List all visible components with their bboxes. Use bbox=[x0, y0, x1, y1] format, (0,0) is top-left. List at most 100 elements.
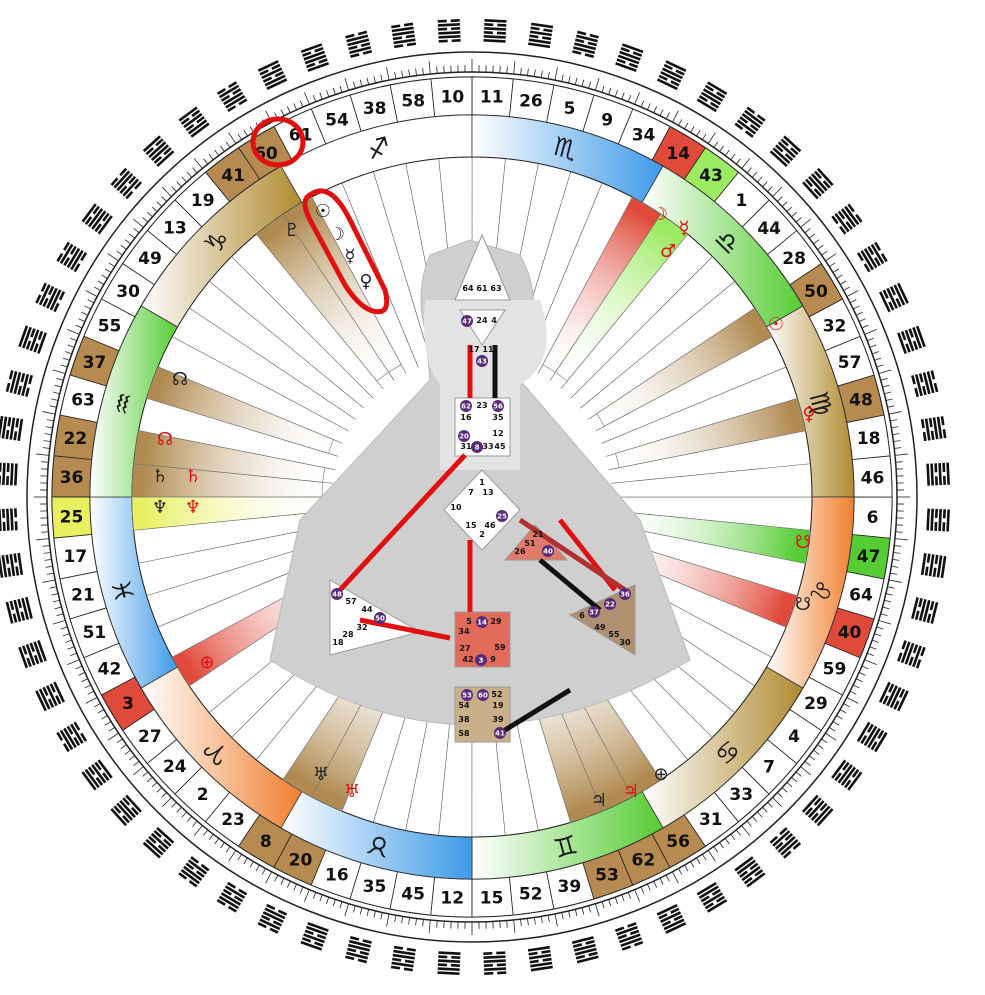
gate-number: 9 bbox=[601, 110, 613, 130]
activation-gate: 40 bbox=[543, 548, 553, 556]
center-gate-number: 6 bbox=[579, 611, 585, 620]
saturn-icon: ♄ bbox=[152, 466, 168, 487]
center-gate-number: 52 bbox=[491, 690, 502, 699]
gate-number: 39 bbox=[558, 877, 582, 897]
hexagram-icon bbox=[437, 951, 461, 975]
gate-number: 43 bbox=[699, 166, 723, 186]
gate-number: 29 bbox=[804, 694, 828, 714]
hexagram-icon bbox=[142, 826, 175, 859]
hexagram-icon bbox=[178, 856, 210, 888]
gate-number: 62 bbox=[632, 851, 656, 871]
gate-number: 22 bbox=[64, 429, 88, 449]
hexagram-icon bbox=[897, 640, 926, 669]
activation-dot bbox=[471, 441, 483, 453]
activation-dot bbox=[496, 510, 508, 522]
gate-number: 57 bbox=[838, 353, 862, 373]
hexagram-icon bbox=[920, 416, 947, 442]
gate-number: 10 bbox=[441, 87, 465, 107]
center-gate-number: 2 bbox=[479, 530, 485, 539]
hexagram-icon bbox=[56, 241, 88, 273]
head-center bbox=[454, 233, 511, 301]
hexagram-icon bbox=[615, 43, 644, 72]
center-gate-number: 19 bbox=[492, 701, 504, 710]
annotation-circle bbox=[250, 116, 306, 168]
hexagram-icon bbox=[831, 759, 863, 791]
hexagram-icon bbox=[857, 241, 888, 273]
hexagram-icon bbox=[614, 922, 644, 951]
activation-gate: 25 bbox=[497, 513, 507, 521]
hexagram-icon bbox=[18, 325, 47, 354]
hexagram-icon bbox=[257, 60, 288, 90]
center-gate-number: 64 bbox=[462, 284, 474, 293]
activation-dot bbox=[461, 315, 473, 327]
activation-wedge bbox=[615, 397, 806, 469]
gate-number: 53 bbox=[595, 866, 619, 886]
gate-number: 47 bbox=[857, 547, 881, 567]
gate-number: 12 bbox=[440, 889, 464, 909]
hexagram-icon bbox=[571, 936, 599, 964]
activation-gate: 60 bbox=[478, 692, 488, 700]
activation-dot bbox=[458, 430, 470, 442]
center-gate-number: 21 bbox=[532, 530, 544, 539]
mars-icon: ♂ bbox=[660, 241, 676, 262]
center-gate-number: 23 bbox=[476, 401, 487, 410]
hexagram-icon bbox=[142, 135, 175, 167]
activation-dot bbox=[475, 654, 487, 666]
gate-number: 20 bbox=[289, 850, 313, 870]
gate-number: 14 bbox=[666, 144, 690, 164]
hexagram-icon bbox=[81, 759, 113, 791]
moon-icon: ☽ bbox=[652, 204, 668, 225]
activation-wedge bbox=[596, 307, 773, 427]
gate-number: 63 bbox=[71, 390, 95, 410]
hexagram-icon bbox=[18, 639, 47, 669]
hexagram-icon bbox=[0, 552, 24, 578]
center-gate-number: 61 bbox=[476, 284, 488, 293]
sun-icon: ☉ bbox=[315, 201, 331, 222]
gate-number: 8 bbox=[260, 832, 272, 852]
activation-gate: 36 bbox=[620, 591, 630, 599]
hexagram-icon bbox=[696, 882, 728, 913]
hexagram-icon bbox=[801, 794, 834, 827]
gate-number: 45 bbox=[401, 885, 425, 905]
activation-gate: 41 bbox=[495, 730, 505, 738]
earth-icon: ⊕ bbox=[199, 652, 214, 673]
activation-dot bbox=[604, 598, 616, 610]
center-gate-number: 49 bbox=[594, 623, 606, 632]
gate-number: 34 bbox=[632, 126, 656, 146]
center-gate-number: 63 bbox=[490, 284, 501, 293]
hexagram-icon bbox=[897, 325, 926, 355]
activation-gate: 37 bbox=[589, 609, 599, 617]
activation-dot bbox=[331, 588, 343, 600]
center-gate-number: 5 bbox=[466, 617, 472, 626]
gate-number: 58 bbox=[401, 91, 425, 111]
gate-number: 41 bbox=[221, 166, 245, 186]
activation-wedge bbox=[255, 213, 390, 382]
activation-gate: 62 bbox=[461, 403, 471, 411]
hexagram-icon bbox=[257, 903, 288, 934]
gate-number: 21 bbox=[71, 585, 95, 605]
gate-number: 44 bbox=[757, 219, 781, 239]
gate-number: 5 bbox=[564, 99, 576, 119]
gate-number: 11 bbox=[480, 87, 504, 107]
earth-icon: ⊕ bbox=[653, 764, 668, 785]
hexagram-icon bbox=[856, 721, 888, 753]
gate-number: 28 bbox=[782, 249, 806, 269]
gate-number: 16 bbox=[325, 866, 349, 886]
hexagram-icon bbox=[5, 370, 33, 397]
center-gate-number: 10 bbox=[450, 503, 462, 512]
hexagram-icon bbox=[81, 203, 113, 235]
annotation-oval bbox=[302, 188, 390, 315]
center-gate-number: 28 bbox=[342, 630, 354, 639]
north-node-icon: ☊ bbox=[172, 369, 188, 390]
hexagram-icon bbox=[911, 370, 939, 398]
gate-number: 24 bbox=[163, 757, 187, 777]
activation-gate: 8 bbox=[475, 444, 480, 452]
gate-number: 35 bbox=[363, 877, 387, 897]
activation-gate: 3 bbox=[479, 657, 484, 665]
gate-number: 1 bbox=[735, 191, 747, 211]
channel bbox=[538, 558, 602, 612]
hexagram-icon bbox=[528, 22, 554, 49]
gate-number: 13 bbox=[163, 219, 187, 239]
